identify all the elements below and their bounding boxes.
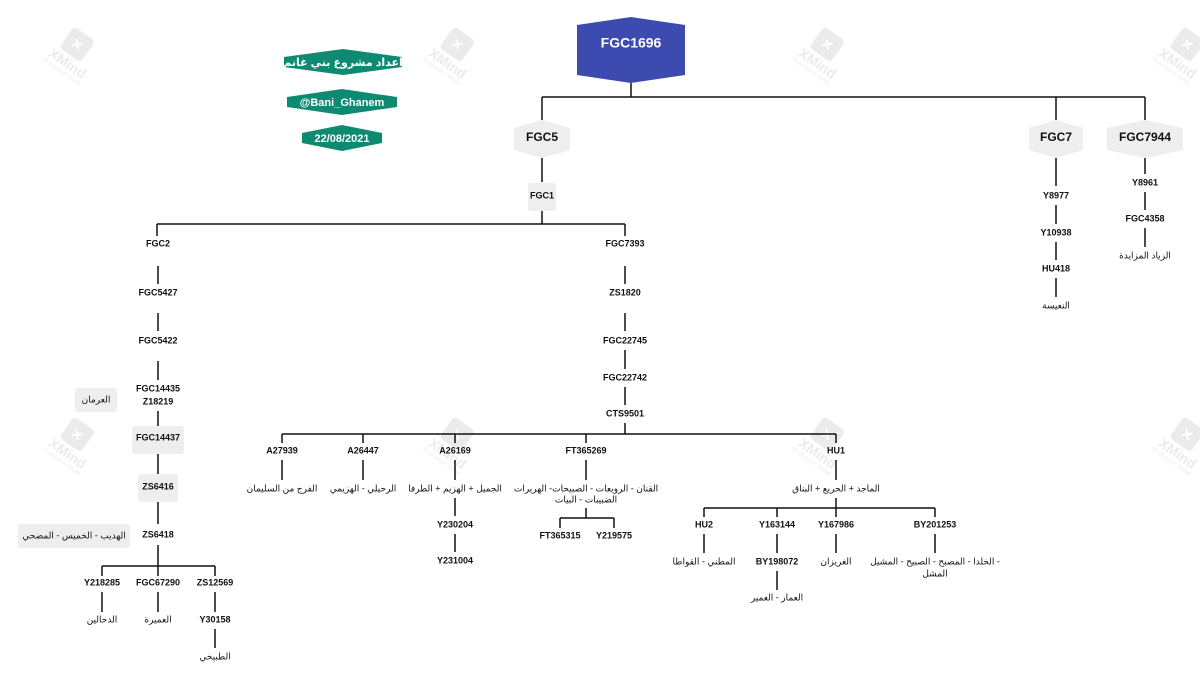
node-label[interactable]: HU418: [1042, 263, 1070, 273]
header-date-badge[interactable]: [302, 125, 382, 151]
node-label[interactable]: Y219575: [596, 530, 632, 540]
note-text: الماجد + الحريع + البناق: [792, 483, 880, 493]
node-label[interactable]: FGC7393: [605, 238, 644, 248]
note-text: العرمان: [82, 394, 111, 404]
note-text: الضبيبات - البيات: [555, 494, 617, 504]
node-zs6416-label[interactable]: ZS6416: [142, 481, 174, 491]
node-label[interactable]: Y163144: [759, 519, 795, 529]
header-title-badge[interactable]: [284, 49, 402, 75]
note-text: الدحالين: [87, 614, 118, 624]
topic-fgc7944[interactable]: [1107, 120, 1183, 158]
node-label[interactable]: Y10938: [1040, 227, 1071, 237]
node-label[interactable]: ZS12569: [197, 577, 234, 587]
note-text: العمار - العمير: [750, 592, 803, 602]
node-fgc14437[interactable]: [132, 426, 184, 454]
topic-fgc5[interactable]: [514, 120, 570, 158]
node-label[interactable]: Y218285: [84, 577, 120, 587]
note-text: الطبيخي: [199, 651, 230, 661]
root-topic[interactable]: [577, 17, 685, 83]
node-label[interactable]: HU1: [827, 445, 845, 455]
node-zs6416[interactable]: [138, 474, 178, 502]
note-text: - الخلدا - المصبح - الصبيح - المشيل: [870, 556, 1000, 566]
header-title-badge-text: اعداد مشروع بني غانم: [283, 57, 403, 69]
node-label[interactable]: FGC14435: [136, 383, 180, 393]
note-text: المشل: [922, 568, 947, 578]
note-text: النعيسة: [1042, 300, 1070, 310]
node-label[interactable]: BY198072: [756, 556, 799, 566]
node-label[interactable]: FGC5422: [138, 335, 177, 345]
node-label[interactable]: Y30158: [199, 614, 230, 624]
topic-fgc5-label[interactable]: FGC5: [526, 130, 558, 144]
node-label[interactable]: FGC5427: [138, 287, 177, 297]
node-label[interactable]: FGC22742: [603, 372, 647, 382]
topic-fgc7944-label[interactable]: FGC7944: [1119, 130, 1171, 144]
node-label[interactable]: ZS6418: [142, 529, 174, 539]
node-label[interactable]: CTS9501: [606, 408, 644, 418]
header-handle-badge-text: @Bani_Ghanem: [300, 97, 385, 109]
node-label[interactable]: Z18219: [143, 396, 174, 406]
node-label[interactable]: Y8977: [1043, 190, 1069, 200]
node-fgc1[interactable]: [528, 183, 556, 211]
node-fgc1-label[interactable]: FGC1: [530, 190, 554, 200]
node-label[interactable]: FGC2: [146, 238, 170, 248]
root-topic-label[interactable]: FGC1696: [601, 35, 662, 51]
header-handle-badge[interactable]: [287, 89, 397, 115]
note-text: المطني - القواطا: [673, 556, 736, 566]
note-text: القنان - الرويعات - الصبيحات- الهريرات: [514, 483, 658, 493]
note-zs6418[interactable]: [18, 524, 130, 548]
topic-fgc7[interactable]: [1029, 120, 1083, 158]
node-label[interactable]: Y167986: [818, 519, 854, 529]
note-text: العميرة: [144, 614, 171, 624]
node-label[interactable]: Y8961: [1132, 177, 1158, 187]
note-text: الزياد المزايدة: [1119, 250, 1171, 260]
node-label[interactable]: BY201253: [914, 519, 957, 529]
node-label[interactable]: A27939: [266, 445, 298, 455]
node-label[interactable]: Y231004: [437, 555, 473, 565]
node-label[interactable]: A26169: [439, 445, 471, 455]
node-label[interactable]: FGC67290: [136, 577, 180, 587]
node-fgc14437-label[interactable]: FGC14437: [136, 432, 180, 442]
node-label[interactable]: HU2: [695, 519, 713, 529]
note-text: الغريزان: [820, 556, 851, 566]
node-label[interactable]: FT365315: [539, 530, 580, 540]
topic-fgc7-label[interactable]: FGC7: [1040, 130, 1072, 144]
header-date-badge-text: 22/08/2021: [314, 133, 369, 145]
node-label[interactable]: A26447: [347, 445, 379, 455]
node-label[interactable]: Y230204: [437, 519, 473, 529]
node-label[interactable]: FGC4358: [1125, 213, 1164, 223]
note-text: الرحيلي - الهزيمي: [330, 483, 397, 493]
note-text: الجميل + الهزيم + الطرفا: [408, 483, 502, 494]
node-label[interactable]: FGC22745: [603, 335, 647, 345]
note-text: الفرج من السليمان: [247, 483, 318, 493]
node-label[interactable]: FT365269: [565, 445, 606, 455]
note-text: الهديب - الخميس - المضحي: [22, 530, 125, 540]
note-fgc14437[interactable]: [75, 388, 117, 412]
node-label[interactable]: ZS1820: [609, 287, 641, 297]
